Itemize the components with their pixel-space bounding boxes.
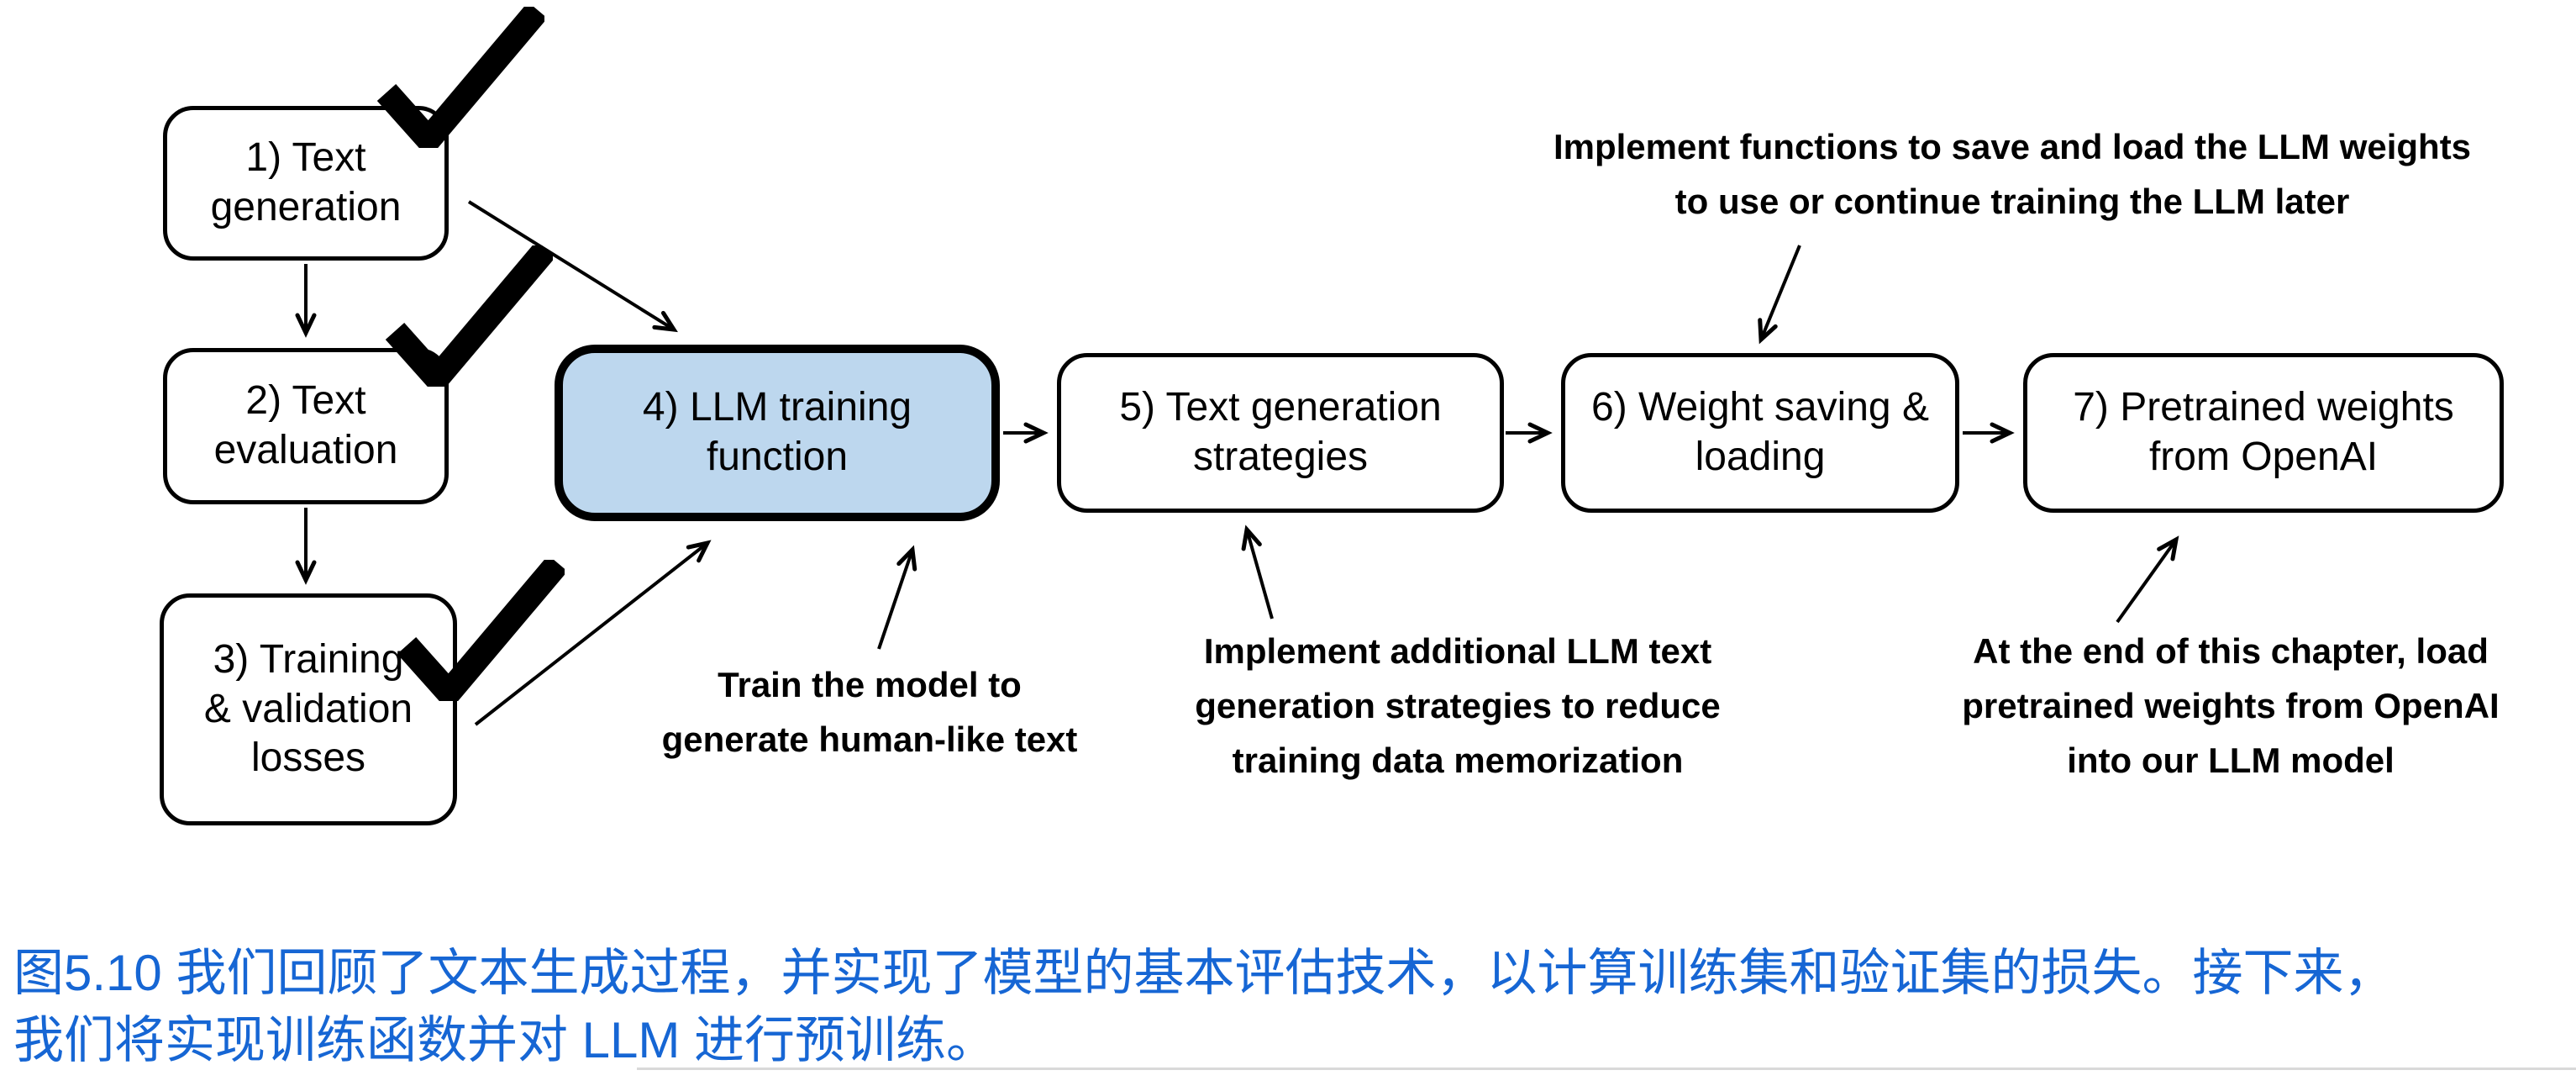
flow-box-text-generation: 1) Text generation xyxy=(163,106,449,261)
box-label: 6) Weight saving & loading xyxy=(1591,385,1929,479)
box-label: 1) Text generation xyxy=(210,135,402,229)
arrow-note-strategies-to-box5 xyxy=(1241,525,1274,619)
checkmark-icon xyxy=(385,245,553,387)
annotation-generation-strategies: Implement additional LLM text generation… xyxy=(1195,631,1721,781)
annotation-save-load-weights: Implement functions to save and load the… xyxy=(1553,127,2472,222)
arrow-box3-to-box4 xyxy=(474,540,712,726)
box-label: 5) Text generation strategies xyxy=(1119,385,1442,479)
divider-line xyxy=(637,1068,2576,1070)
flow-box-pretrained-weights: 7) Pretrained weights from OpenAI xyxy=(2023,353,2504,513)
annotation-pretrained-weights: At the end of this chapter, load pretrai… xyxy=(1962,631,2500,781)
arrow-box1-to-box4 xyxy=(467,200,678,333)
figure-caption: 图5.10 我们回顾了文本生成过程，并实现了模型的基本评估技术，以计算训练集和验… xyxy=(13,945,2395,1068)
checkmark-icon xyxy=(376,7,544,148)
annotation-train-model: Train the model to generate human-like t… xyxy=(661,665,1078,760)
flow-box-weight-saving-loading: 6) Weight saving & loading xyxy=(1561,353,1959,513)
arrow-note-pretrained-to-box7 xyxy=(2116,535,2179,624)
flow-box-llm-training-function: 4) LLM training function xyxy=(555,345,1000,521)
flow-box-training-validation-losses: 3) Training & validation losses xyxy=(160,593,457,825)
flow-box-text-evaluation: 2) Text evaluation xyxy=(163,348,449,504)
box-label: 2) Text evaluation xyxy=(213,378,398,472)
arrow-note-saveload-to-box6 xyxy=(1758,245,1801,345)
flow-box-text-generation-strategies: 5) Text generation strategies xyxy=(1057,353,1504,513)
checkmark-icon xyxy=(397,560,565,701)
box-label: 7) Pretrained weights from OpenAI xyxy=(2073,385,2454,479)
arrow-note-train-to-box4 xyxy=(877,545,917,650)
box-label: 4) LLM training function xyxy=(642,385,912,479)
box-label: 3) Training & validation losses xyxy=(203,637,413,781)
